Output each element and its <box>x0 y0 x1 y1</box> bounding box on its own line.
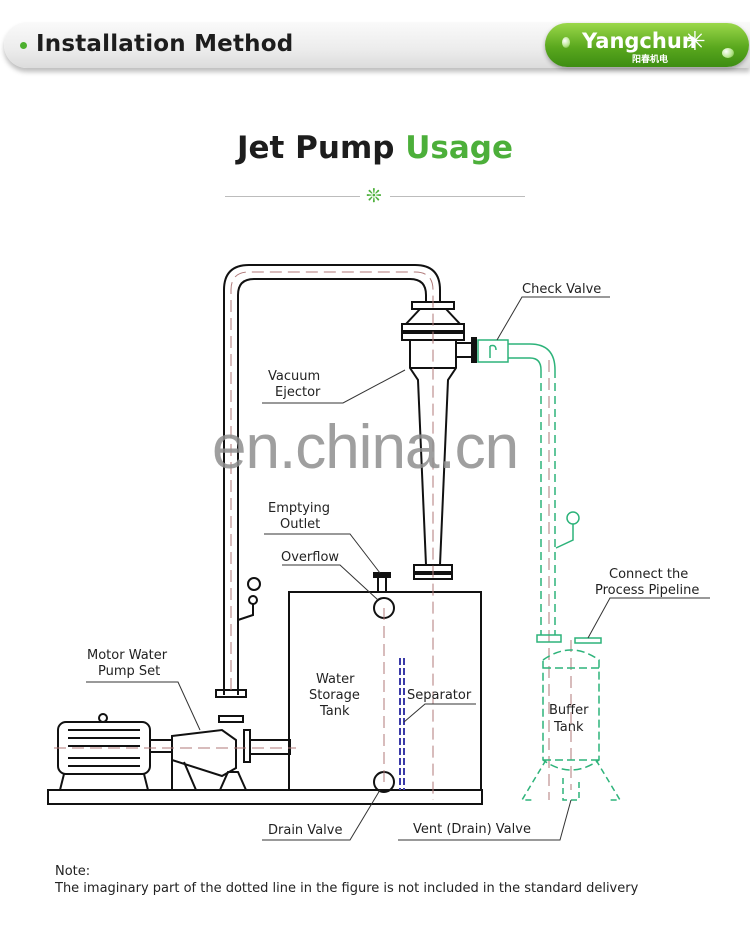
label-overflow: Overflow <box>281 550 339 565</box>
gauge-siphon <box>248 595 258 605</box>
pump-support <box>171 760 197 791</box>
label-vacuum-ejector-1: Vacuum <box>268 369 320 384</box>
label-motor-2: Pump Set <box>98 664 160 679</box>
motor-lift-eye <box>98 713 108 723</box>
title-part-2: Usage <box>405 130 513 166</box>
ejector-side-flange <box>471 337 477 363</box>
emptying-outlet-cap <box>373 572 391 578</box>
label-separator: Separator <box>407 688 472 703</box>
droplet-icon <box>562 37 570 48</box>
page-title: Installation Method <box>36 31 294 57</box>
return-pipe-inner <box>237 278 427 695</box>
divider-right <box>390 196 525 197</box>
check-valve-symbol <box>489 344 497 358</box>
check-valve-pipe <box>508 343 556 371</box>
separator <box>399 658 405 790</box>
pump-foot <box>219 771 247 791</box>
label-connect-2: Process Pipeline <box>595 583 699 598</box>
label-check-valve: Check Valve <box>522 282 601 297</box>
gauge-line <box>237 604 254 621</box>
title-part-1: Jet Pump <box>236 130 395 166</box>
label-buffer-1: Buffer <box>549 703 589 718</box>
brand-name-cn: 阳春机电 <box>632 55 669 65</box>
label-water-1: Water <box>316 672 355 687</box>
motor-fins <box>68 729 140 767</box>
label-vent-valve: Vent (Drain) Valve <box>413 822 531 837</box>
note-heading: Note: <box>55 864 91 879</box>
label-emptying-outlet-2: Outlet <box>280 517 320 532</box>
label-water-3: Tank <box>319 704 350 719</box>
label-water-2: Storage <box>309 688 360 703</box>
brand-logo <box>545 23 749 67</box>
leader-check-valve <box>496 296 610 341</box>
buffer-tank <box>542 649 600 771</box>
label-drain-valve: Drain Valve <box>268 823 342 838</box>
skid-base <box>47 789 483 805</box>
process-pipeline-connection <box>574 637 602 644</box>
ejector-side-port <box>455 342 473 358</box>
divider-left <box>225 196 360 197</box>
pipe-center-line <box>230 271 434 800</box>
bullet-icon <box>20 42 27 49</box>
label-emptying-outlet-1: Emptying <box>268 501 330 516</box>
section-title: Jet Pump Usage <box>0 130 750 166</box>
label-motor-1: Motor Water <box>87 648 168 663</box>
buffer-center-line <box>548 360 572 800</box>
leader-drain-valve <box>262 789 381 841</box>
snowflake-icon: ❊ <box>366 185 382 207</box>
leader-vent-valve <box>398 799 572 841</box>
brand-name: Yangchun <box>582 29 697 53</box>
snowflake-icon: ✳ <box>684 27 706 57</box>
leader-emptying-outlet <box>264 533 381 574</box>
pressure-gauge <box>247 577 261 591</box>
buffer-inlet-flange <box>536 634 562 643</box>
pump-casing <box>171 728 237 778</box>
buffer-inlet-pipe <box>540 370 556 635</box>
emptying-outlet <box>377 575 387 593</box>
pump-discharge-flange-2 <box>218 715 244 723</box>
leader-overflow <box>282 564 379 601</box>
suction-pipe <box>249 739 291 755</box>
check-valve <box>477 339 509 363</box>
shaft <box>149 739 173 753</box>
leader-motor <box>86 681 201 731</box>
return-pipe <box>223 264 441 695</box>
leader-vacuum-ejector <box>262 369 406 404</box>
label-buffer-2: Tank <box>553 720 584 735</box>
label-vacuum-ejector-2: Ejector <box>275 385 321 400</box>
buffer-pressure-gauge <box>566 511 580 525</box>
leader-connect-pipeline <box>587 597 710 639</box>
droplet-icon <box>722 48 734 58</box>
buffer-gauge-line <box>555 524 574 549</box>
label-connect-1: Connect the <box>609 567 688 582</box>
pump-discharge-flange <box>215 689 247 698</box>
note-text: The imaginary part of the dotted line in… <box>55 881 639 896</box>
motor-feet <box>59 773 149 791</box>
leader-separator <box>403 703 476 723</box>
watermark: en.china.cn <box>212 413 519 482</box>
